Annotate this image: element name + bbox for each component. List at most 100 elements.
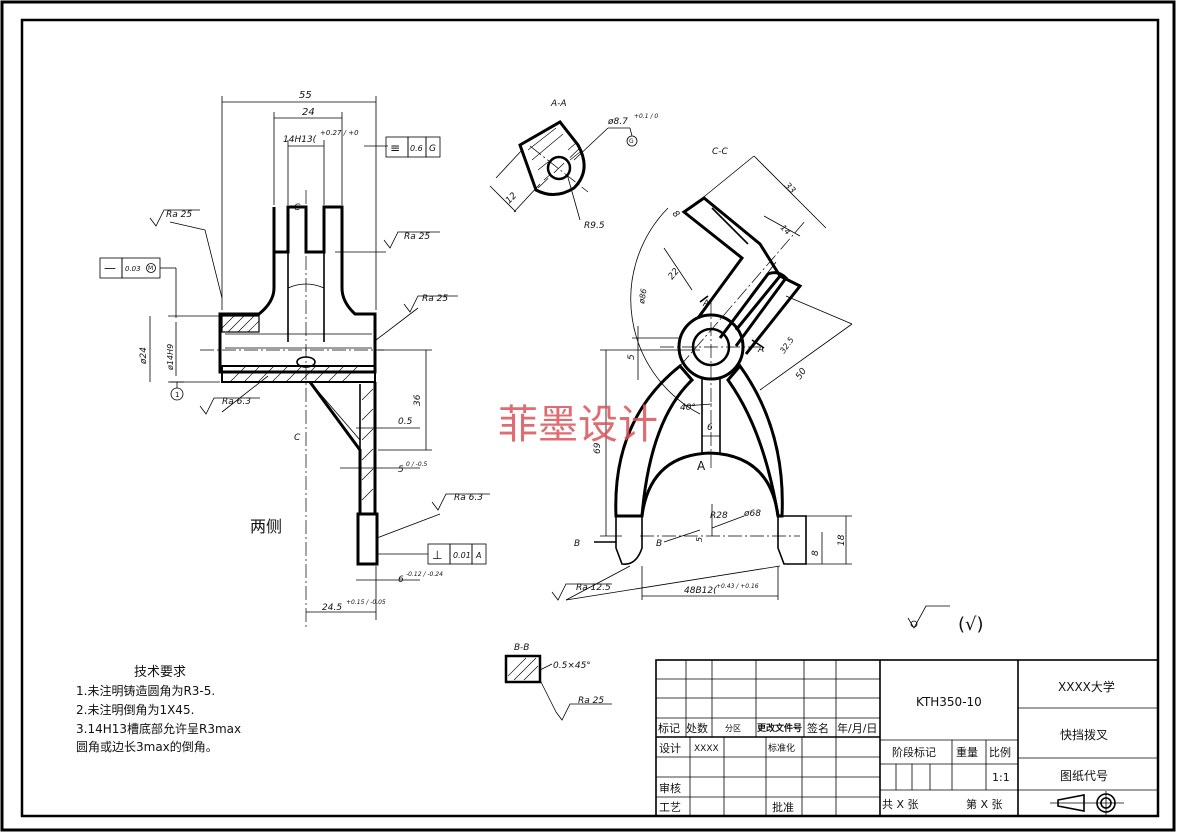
- fcf-symmetry: ≡ 0.6 G: [385, 136, 441, 158]
- note-line-2: 2.未注明倒角为1X45.: [76, 702, 194, 717]
- dim-24.5: 24.5: [322, 603, 342, 613]
- roughness-ra25-bb: Ra 25: [578, 696, 604, 706]
- tb-designer: XXXX: [694, 744, 719, 754]
- tb-design: 设计: [659, 742, 681, 755]
- projection-symbol-icon: [1050, 791, 1124, 815]
- tb-process: 工艺: [659, 801, 681, 814]
- dim-24: 24: [302, 107, 315, 118]
- dim-86: ø86: [637, 288, 649, 305]
- dim-14h13-tol: +0.27 / +0: [320, 129, 359, 137]
- tb-sign: 签名: [807, 721, 829, 735]
- svg-text:1: 1: [175, 391, 179, 399]
- tb-standard: 标准化: [768, 742, 795, 754]
- svg-text:0.03: 0.03: [125, 265, 141, 273]
- roughness-ra63-b: Ra 6.3: [431, 493, 490, 511]
- roughness-ra125: Ra 12.5: [551, 565, 781, 601]
- dim-5c: 5: [695, 537, 704, 542]
- section-bb-view: [504, 654, 612, 721]
- tb-total-sheets: 共 X 张: [882, 798, 919, 811]
- dim-6b: 6: [707, 423, 713, 433]
- dim-8: 8: [670, 209, 681, 220]
- tb-date: 年/月/日: [837, 721, 877, 735]
- drawing-number: KTH350-10: [916, 695, 982, 709]
- general-roughness-symbol: (√): [907, 605, 984, 635]
- svg-text:(√): (√): [958, 614, 984, 635]
- tb-mark: 标记: [658, 721, 680, 735]
- tb-stage: 阶段标记: [892, 745, 936, 759]
- svg-text:A: A: [475, 551, 481, 560]
- roughness-ra25-c: Ra 25: [403, 294, 458, 313]
- section-a-right: A: [757, 345, 764, 355]
- tb-change-doc: 更改文件号: [757, 722, 802, 734]
- svg-text:0.01: 0.01: [453, 551, 471, 560]
- dim-14h9: ø14H9: [166, 344, 175, 371]
- svg-text:Ra 6.3: Ra 6.3: [454, 493, 483, 503]
- dim-48b12: 48B12(: [684, 586, 717, 596]
- section-a-bottom: A: [697, 459, 706, 473]
- dim-69: 69: [593, 442, 603, 454]
- school-name: XXXX大学: [1058, 679, 1115, 694]
- tb-approve: 批准: [772, 800, 794, 814]
- dim-55: 55: [299, 90, 312, 101]
- dim-0.5: 0.5: [398, 417, 413, 427]
- svg-text:⊥: ⊥: [432, 548, 442, 562]
- section-label-c-bottom: C: [294, 433, 301, 443]
- fcf-perpendicularity: ⊥ 0.01 A: [427, 543, 487, 565]
- dim-14h13: 14H13(: [283, 135, 317, 145]
- note-line-1: 1.未注明铸造圆角为R3-5.: [76, 683, 215, 698]
- svg-text:0.6: 0.6: [410, 144, 423, 153]
- cc-label: C-C: [712, 147, 729, 157]
- section-a-left: A: [702, 299, 709, 309]
- fcf-straightness: — 0.03 M: [99, 257, 161, 279]
- aa-label: A-A: [550, 99, 567, 109]
- note-line-4: 圆角或边长3max的倒角。: [76, 739, 218, 754]
- dim-8.7-tol: +0.1 / 0: [634, 113, 658, 120]
- roughness-ra25-a: Ra 25: [149, 209, 200, 227]
- svg-text:Ra 25: Ra 25: [422, 294, 448, 304]
- svg-text:Ra 25: Ra 25: [404, 232, 430, 242]
- both-sides-label: 两侧: [250, 517, 282, 536]
- part-name: 快挡拨叉: [1060, 728, 1108, 742]
- svg-text:G: G: [429, 144, 436, 154]
- tb-sheet-no: 第 X 张: [966, 797, 1003, 811]
- svg-text:—: —: [104, 261, 116, 275]
- dim-8.7: ø8.7: [607, 117, 628, 127]
- side-section-view: [149, 96, 441, 628]
- tb-scale-label: 比例: [989, 745, 1011, 759]
- section-aa-view: [489, 120, 638, 221]
- drawing-code: 图纸代号: [1060, 769, 1108, 783]
- dim-24.5-tol: +0.15 / -0.05: [346, 599, 386, 606]
- dim-d24: ø24: [139, 347, 149, 365]
- dim-48b12-tol: +0.43 / +0.16: [716, 583, 759, 590]
- dim-r28: R28: [710, 511, 728, 521]
- technical-notes: 技术要求 1.未注明铸造圆角为R3-5. 2.未注明倒角为1X45. 3.14H…: [76, 665, 241, 754]
- dim-36: 36: [413, 394, 423, 406]
- datum-g: G: [629, 138, 634, 145]
- dim-6-tol: -0.12 / -0.24: [406, 571, 443, 578]
- watermark: 菲墨设计: [498, 402, 658, 448]
- svg-text:≡: ≡: [390, 141, 400, 155]
- svg-text:Ra 6.3: Ra 6.3: [222, 397, 251, 407]
- dim-5-tol: 0 / -0.5: [406, 461, 428, 468]
- tb-count: 处数: [686, 722, 708, 735]
- dim-68: ø68: [743, 509, 761, 519]
- tb-zone: 分区: [725, 724, 741, 733]
- dim-18: 18: [837, 534, 847, 546]
- section-b-right: B: [656, 539, 662, 549]
- section-label-c-top: C: [294, 203, 301, 213]
- datum-1: 1: [170, 381, 184, 401]
- dim-5b: 5: [627, 354, 637, 360]
- inner-border: [20, 18, 1160, 818]
- tb-weight: 重量: [956, 745, 978, 759]
- bb-label: B-B: [514, 643, 529, 653]
- dim-r9.5: R9.5: [584, 221, 605, 231]
- tb-review: 审核: [659, 781, 681, 795]
- svg-text:M: M: [148, 265, 153, 272]
- dim-40deg: 40°: [680, 403, 696, 413]
- roughness-ra63-a: Ra 6.3: [199, 397, 260, 415]
- svg-text:Ra 12.5: Ra 12.5: [576, 583, 611, 593]
- title-block: [655, 659, 1159, 817]
- fork-front-view: [594, 155, 853, 600]
